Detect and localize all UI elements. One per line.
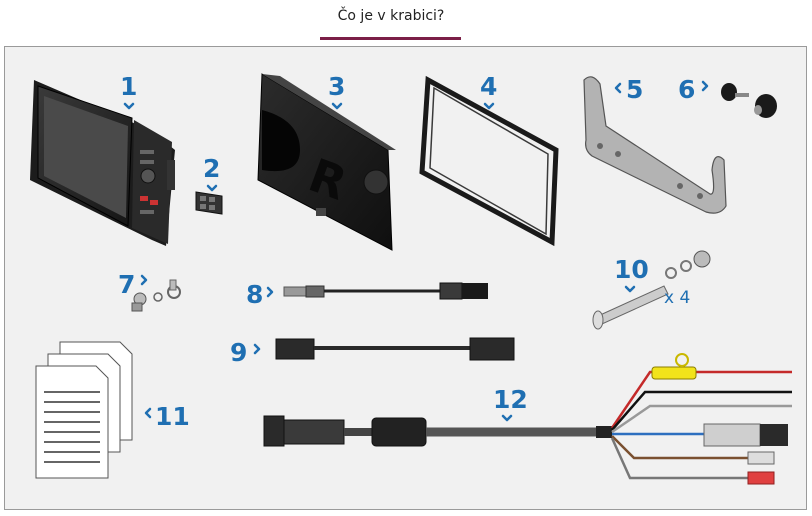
documents-image: [35, 341, 133, 479]
chevron-right-icon: [140, 274, 148, 286]
small-keypad-image: [195, 191, 223, 215]
screw-and-terminal-image: [131, 279, 181, 312]
chevron-down-icon: [331, 102, 343, 110]
item-label-9: 9: [230, 338, 248, 367]
cable-8-image: [283, 282, 488, 300]
chevron-left-icon: [144, 407, 152, 419]
sun-cover-image: R: [257, 73, 396, 251]
item-label-2: 2: [203, 154, 221, 183]
bracket-knobs-image: [721, 83, 777, 118]
chevron-right-icon: [266, 286, 274, 298]
item-10-quantity: x 4: [664, 288, 691, 308]
bolt-kit-image: [592, 250, 711, 330]
mounting-bracket-image: [583, 76, 727, 214]
item-label-8: 8: [246, 280, 264, 309]
chevron-down-icon: [624, 285, 636, 293]
item-label-4: 4: [480, 72, 498, 101]
display-unit-image: [30, 80, 175, 246]
page-title: Čo je v krabici?: [337, 8, 445, 24]
chevron-right-icon: [253, 343, 261, 355]
page-header: Čo je v krabici?: [0, 0, 812, 44]
chevron-down-icon: [206, 184, 218, 192]
item-label-5: 5: [626, 75, 644, 104]
chevron-down-icon: [501, 414, 513, 422]
cable-9-image: [275, 337, 515, 361]
item-label-12: 12: [493, 385, 528, 414]
chevron-down-icon: [483, 102, 495, 110]
item-label-3: 3: [328, 72, 346, 101]
item-label-7: 7: [118, 270, 136, 299]
power-cable-image: [263, 353, 792, 485]
chevron-right-icon: [701, 80, 709, 92]
item-label-6: 6: [678, 75, 696, 104]
item-label-11: 11: [155, 402, 190, 431]
title-underline: [320, 37, 461, 40]
item-label-1: 1: [120, 72, 138, 101]
chevron-down-icon: [123, 102, 135, 110]
gasket-image: [419, 75, 559, 247]
item-label-10: 10: [614, 255, 649, 284]
chevron-left-icon: [614, 82, 622, 94]
